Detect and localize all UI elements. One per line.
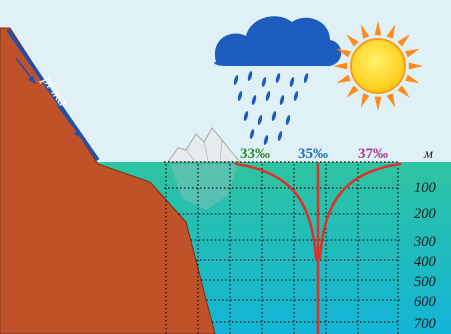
sun-ray (346, 34, 359, 47)
depth-label: 100 (414, 180, 437, 196)
salinity-curves (234, 162, 402, 334)
iceberg-icon (167, 127, 242, 211)
sun-ray (386, 93, 396, 108)
depth-label: 700 (414, 316, 437, 332)
sun-ray (405, 48, 420, 58)
sun-ray (360, 93, 370, 108)
depth-label: 400 (414, 254, 437, 270)
sun-ray (397, 85, 410, 98)
sun-ray (346, 85, 359, 98)
river (6, 29, 100, 161)
sun-ray (336, 74, 351, 84)
depth-grid (164, 164, 400, 334)
salinity-label-33: 33‰ (240, 146, 270, 162)
depth-axis: 100 200 300 400 500 600 700 (413, 180, 437, 332)
sun-ray (408, 62, 423, 70)
salinity-label-35: 35‰ (298, 146, 328, 162)
depth-unit-label: м (423, 147, 433, 162)
sun-ray (397, 34, 410, 47)
salinity-labels: 33‰ 35‰ 37‰ (240, 146, 388, 162)
salinity-curve-33 (234, 162, 318, 260)
sun-ray (374, 96, 382, 111)
sun-ray (333, 62, 348, 70)
sun-ray (336, 48, 351, 58)
depth-label: 600 (414, 294, 437, 310)
sun-ray (386, 24, 396, 39)
sun-ray (374, 21, 382, 36)
depth-label: 300 (413, 234, 437, 250)
salinity-curve-37 (318, 162, 402, 260)
depth-label: 200 (414, 206, 437, 222)
sun-icon (333, 21, 423, 111)
salinity-label-37: 37‰ (358, 146, 388, 162)
river-arrowhead (28, 76, 36, 84)
land (0, 27, 216, 334)
river-arrowhead (74, 130, 82, 138)
rain-cloud-icon (214, 16, 342, 145)
sun-ray (405, 74, 420, 84)
sun-ray (360, 24, 370, 39)
depth-label: 500 (414, 274, 437, 290)
